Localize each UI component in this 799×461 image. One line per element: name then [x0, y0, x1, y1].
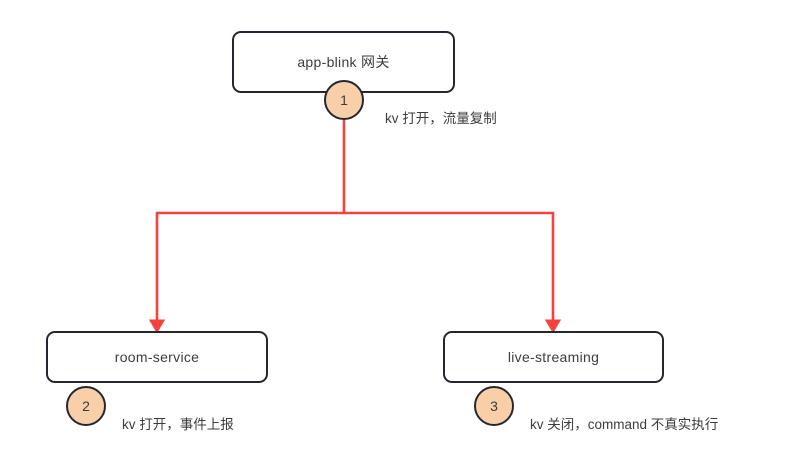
- step-badge-2[interactable]: 2: [66, 386, 106, 426]
- node-room-service[interactable]: room-service: [46, 331, 268, 383]
- edge-to-room-service: [148, 211, 344, 334]
- step-badge-1[interactable]: 1: [324, 80, 364, 120]
- edge-note-1: kv 打开，流量复制: [385, 111, 497, 126]
- node-room-service-label: room-service: [114, 349, 200, 365]
- node-live-streaming-label: live-streaming: [507, 349, 600, 365]
- edge-note-3: kv 关闭，command 不真实执行: [530, 417, 719, 432]
- node-gateway[interactable]: app-blink 网关: [232, 31, 455, 93]
- edge-to-live-streaming: [344, 211, 562, 334]
- edge-note-2: kv 打开，事件上报: [122, 417, 234, 432]
- node-live-streaming[interactable]: live-streaming: [443, 331, 664, 383]
- step-badge-3[interactable]: 3: [474, 386, 514, 426]
- node-gateway-label: app-blink 网关: [297, 54, 390, 70]
